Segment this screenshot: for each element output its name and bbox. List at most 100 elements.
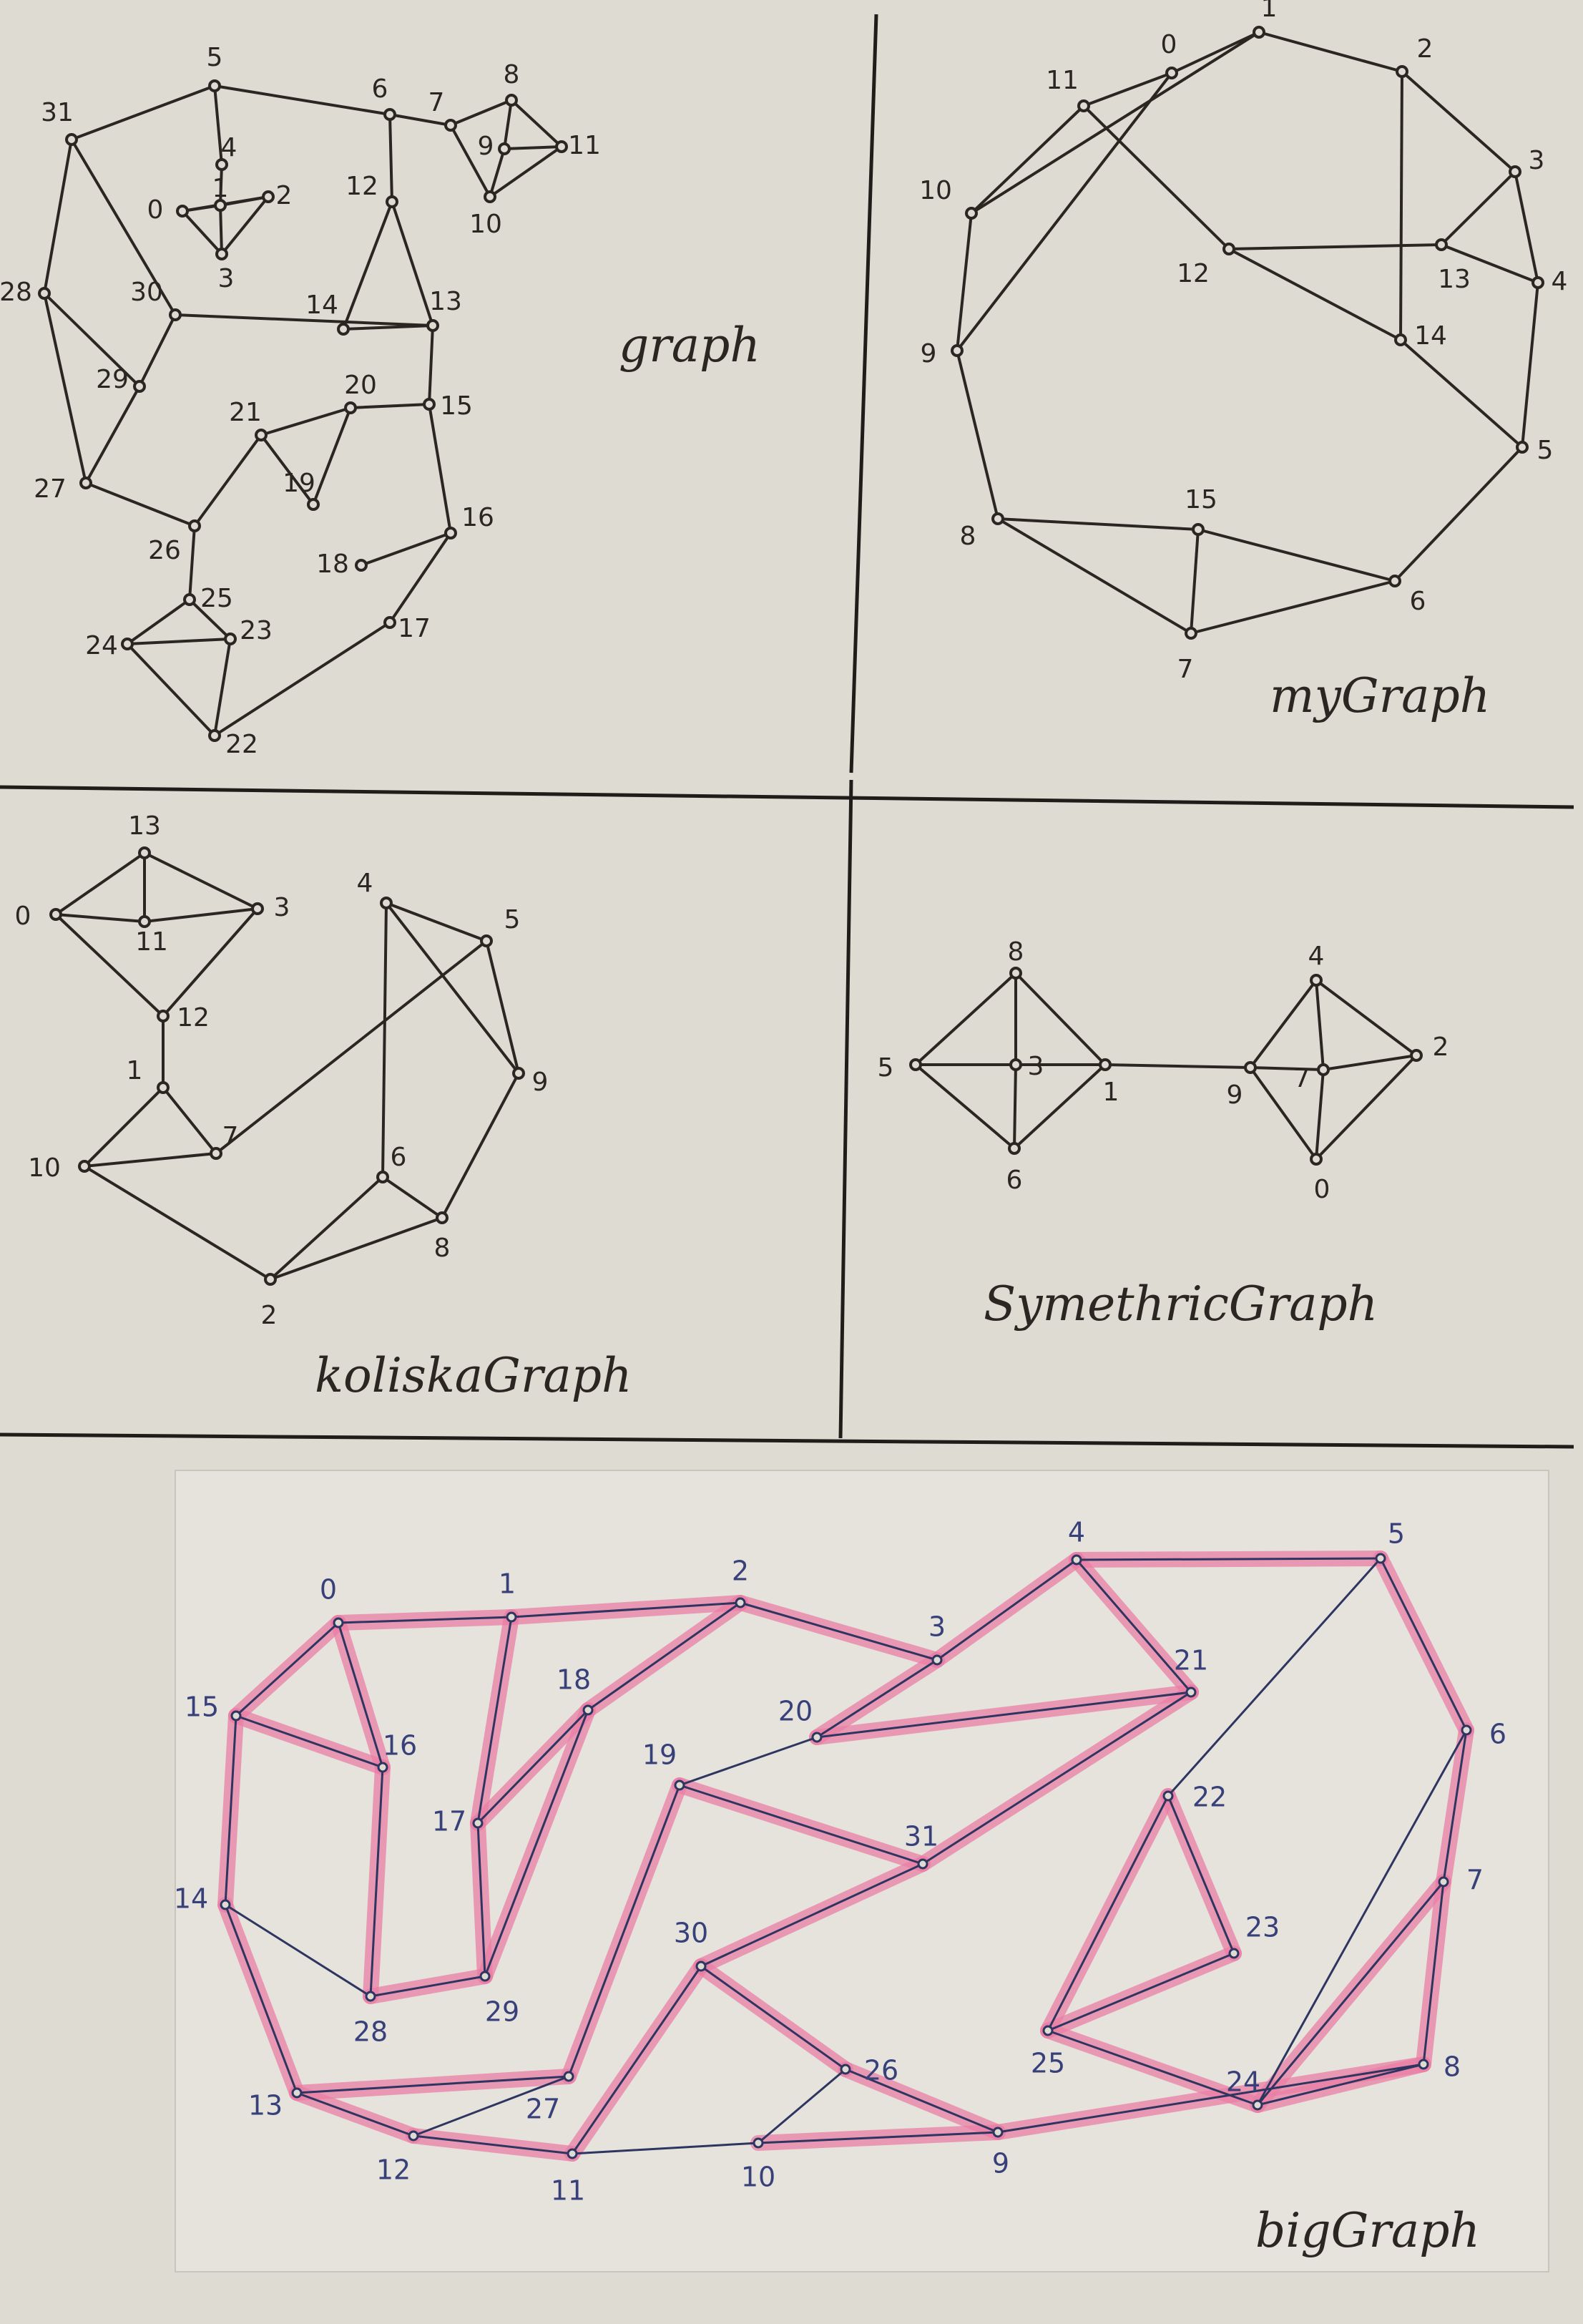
vertex-24 [1252,2099,1263,2111]
vertex-label-22: 22 [1192,1782,1227,1813]
vertex-3 [215,248,228,260]
edge-11-30 [571,1965,702,2155]
vertex-label-7: 7 [428,88,445,117]
edge-29-18 [484,1709,589,1978]
vertex-11 [555,140,568,153]
edges [224,1557,1468,2155]
edge-0-15 [235,1621,340,1717]
edge-9-11 [503,145,563,150]
edge-6-24 [1256,1729,1468,2106]
edge-21-26 [193,434,263,527]
vertex-15 [230,1710,242,1722]
edge-11-0 [1082,72,1173,107]
edges [43,84,563,737]
vertex-5 [208,79,221,92]
horizontal-divider-upper [0,785,1574,809]
edge-0-2 [1315,1054,1418,1161]
vertex-label-2: 2 [1417,34,1433,64]
vertex-label-9: 9 [532,1068,549,1097]
vertex-16 [444,527,457,540]
edge-5-6 [1393,446,1524,582]
vertex-label-22: 22 [225,730,258,759]
vertex-label-10: 10 [469,210,502,239]
panel-title-graph: graph [619,318,760,373]
edge-7-8 [449,99,513,127]
vertex-label-2: 2 [276,181,293,210]
vertex-19 [674,1779,685,1791]
edge-20-19 [312,406,352,506]
edge-26-10 [757,2068,847,2144]
edge-4-5 [1075,1557,1382,1561]
vertex-0 [49,908,62,921]
edge-11-10 [571,2142,760,2155]
vertex-0 [176,205,189,218]
vertex-label-12: 12 [376,2154,411,2186]
panel-title-biggraph: bigGraph [1255,2203,1480,2258]
edge-5-6 [213,84,391,116]
vertex-label-6: 6 [372,74,388,104]
vertex-30 [695,1961,707,1972]
edges [54,851,520,1281]
vertex-1 [1253,26,1265,39]
vertex-label-2: 2 [1433,1032,1449,1062]
vertex-label-11: 11 [135,927,168,957]
vertex-label-5: 5 [1388,1518,1405,1550]
vertex-label-7: 7 [222,1122,239,1151]
edge-31-30 [700,1862,924,1968]
vertex-7 [1185,627,1197,640]
vertex-12 [157,1010,170,1022]
vertex-28 [38,287,51,300]
vertex-label-31: 31 [904,1821,938,1852]
edge-2-14 [1399,70,1403,341]
edge-7-10 [449,124,491,198]
edge-30-26 [700,1965,847,2071]
vertex-22 [208,729,221,742]
edge-10-2 [83,1165,272,1281]
vertex-label-11: 11 [568,131,601,160]
edge-4-5 [1521,281,1539,449]
vertex-3 [1509,165,1521,178]
vertex-label-0: 0 [15,902,31,931]
edge-5-6 [914,1063,1016,1150]
vertex-6 [1008,1142,1021,1155]
edge-8-9 [441,1072,520,1219]
vertex-label-15: 15 [440,391,473,421]
vertex-label-14: 14 [1414,321,1447,351]
vertex-label-0: 0 [1161,30,1177,59]
edge-7-24 [1256,1880,1445,2106]
edge-31-30 [70,138,177,316]
edge-20-19 [678,1736,818,1787]
edge-16-17 [388,532,452,624]
vertex-label-19: 19 [642,1739,677,1771]
edge-5-9 [485,939,520,1075]
vertex-25 [1042,2025,1054,2036]
vertical-divider-middle [838,779,853,1439]
vertex-21 [1185,1686,1197,1698]
vertex-label-6: 6 [1489,1719,1506,1750]
vertex-label-23: 23 [240,616,273,645]
vertex-18 [582,1704,594,1716]
vertex-label-9: 9 [1227,1080,1243,1110]
edge-21-31 [921,1691,1192,1865]
vertex-label-7: 7 [1294,1064,1310,1093]
edge-0-13 [54,851,146,916]
vertex-label-31: 31 [41,98,74,127]
vertex-7 [1317,1063,1330,1076]
edge-0-1 [1170,31,1260,74]
vertex-label-8: 8 [960,522,976,551]
edge-21-19 [260,434,315,506]
vertex-11 [138,915,151,928]
vertex-label-27: 27 [34,474,67,504]
edge-1-10 [83,1086,165,1168]
vertex-label-16: 16 [461,503,494,532]
edge-26-25 [188,524,196,601]
edge-4-6 [381,902,388,1178]
edge-31-5 [70,84,216,141]
edge-18-2 [587,1601,742,1712]
vertex-5 [480,934,493,947]
edge-20-21 [815,1691,1192,1739]
vertex-label-3: 3 [218,264,235,293]
